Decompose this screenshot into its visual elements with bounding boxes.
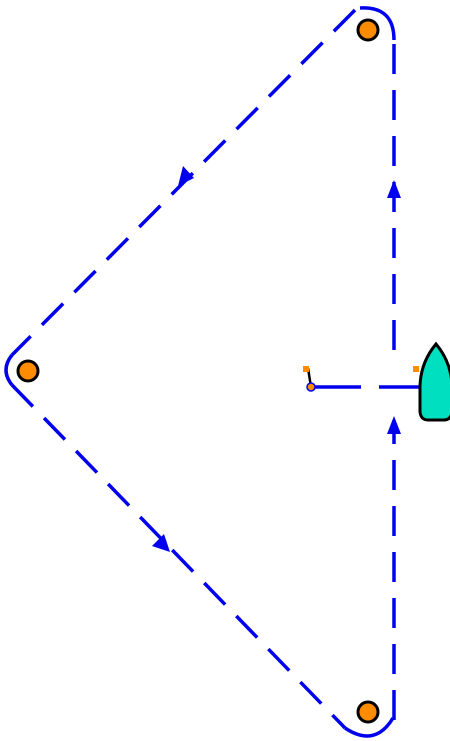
direction-arrows <box>152 166 401 552</box>
arrow-down-left-icon <box>178 166 194 186</box>
arrow-up-upper-icon <box>387 180 401 198</box>
mark-top <box>356 18 380 42</box>
course-path <box>4 6 420 738</box>
leg-left-to-bottom <box>10 383 347 730</box>
boat-hull-icon <box>418 341 450 422</box>
mark-left <box>16 359 40 383</box>
boat-flag-icon <box>413 366 419 372</box>
pin-end <box>303 366 316 392</box>
arrow-up-lower-icon <box>387 416 401 434</box>
mark-bottom <box>356 700 380 724</box>
pin-end-dot <box>306 382 316 392</box>
arrow-down-right-icon <box>152 534 170 552</box>
committee-boat <box>413 341 450 422</box>
pin-flag-icon <box>303 366 309 372</box>
rounding-bottom <box>344 717 395 738</box>
marks <box>16 18 380 724</box>
rounding-top <box>359 6 396 41</box>
rounding-left <box>4 353 14 387</box>
